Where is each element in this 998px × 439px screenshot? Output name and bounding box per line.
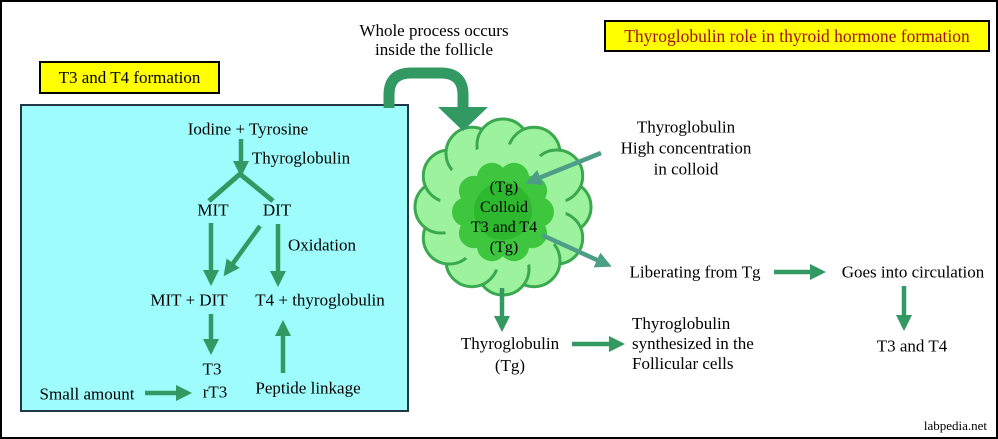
- follicle-caption: (Tg) Colloid T3 and T4 (Tg): [470, 179, 538, 256]
- peptide-linkage-label: Peptide linkage: [255, 378, 361, 398]
- iodine-tyrosine-label: Iodine + Tyrosine: [187, 119, 309, 139]
- liberating-label: Liberating from Tg: [629, 262, 761, 282]
- circulation-label: Goes into circulation: [841, 262, 985, 282]
- thyroglobulin-arrow-label: Thyroglobulin: [251, 148, 351, 168]
- watermark: labpedia.net: [923, 418, 987, 433]
- dit-label: DIT: [262, 200, 292, 220]
- high-concentration-note: Thyroglobulin High concentration in coll…: [620, 117, 752, 179]
- t3-t4-result-label: T3 and T4: [876, 336, 948, 356]
- page-title: Thyroglobulin role in thyroid hormone fo…: [604, 20, 990, 52]
- small-amount-label: Small amount: [39, 384, 135, 404]
- t3-label: T3: [202, 359, 222, 379]
- rt3-label: rT3: [202, 382, 228, 402]
- mit-dit-label: MIT + DIT: [150, 290, 228, 310]
- oxidation-label: Oxidation: [288, 235, 356, 255]
- formation-panel-label: T3 and T4 formation: [39, 61, 220, 94]
- arrow-to-liberating: [541, 232, 612, 268]
- synthesized-note: Thyroglobulin synthesized in the Follicu…: [632, 314, 754, 373]
- arrow-highconc-to-colloid: [525, 150, 602, 185]
- t4-thyroglobulin-label: T4 + thyroglobulin: [255, 290, 385, 310]
- mit-label: MIT: [197, 200, 229, 220]
- whole-process-note: Whole process occurs inside the follicle: [359, 21, 509, 59]
- formation-panel: [20, 104, 409, 412]
- thyroglobulin-tg-label: Thyroglobulin (Tg): [460, 334, 560, 375]
